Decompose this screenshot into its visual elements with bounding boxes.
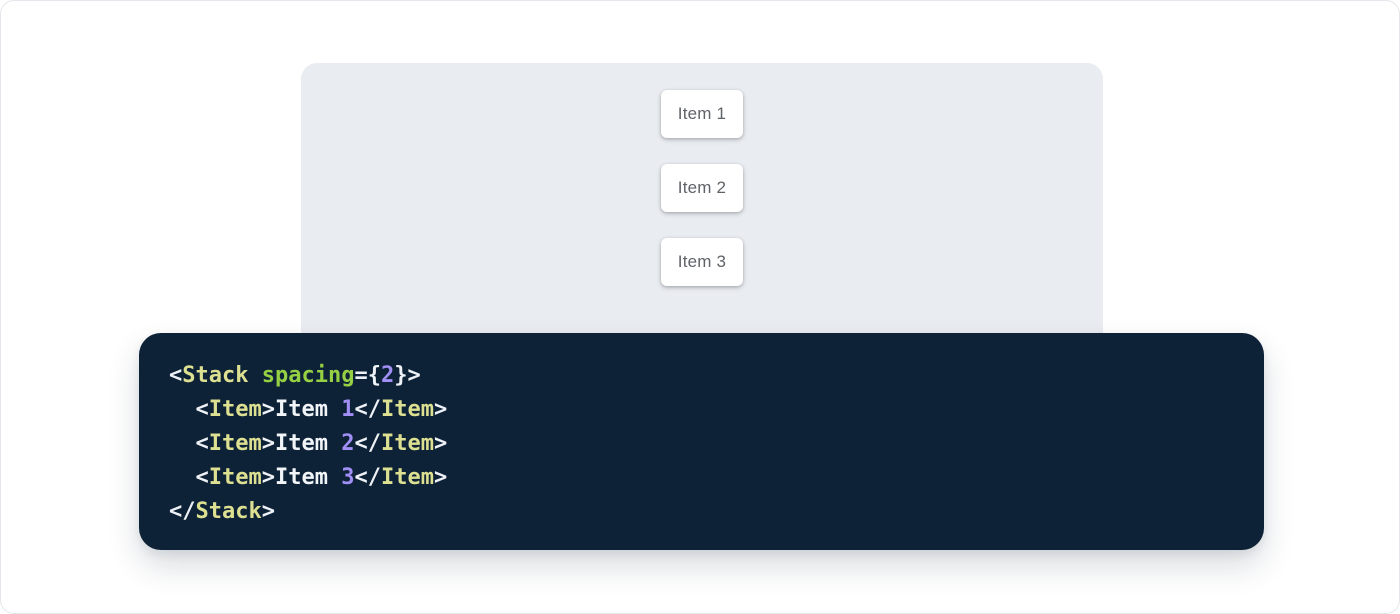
code-token-punct: > <box>261 397 275 422</box>
code-token-plain: Item <box>274 431 342 456</box>
code-token-number: 1 <box>341 397 355 422</box>
stack-item-card: Item 3 <box>660 238 744 286</box>
code-token-punct: > <box>433 431 448 456</box>
code-token-plain: Item <box>274 397 342 422</box>
stack-item-card: Item 1 <box>660 90 744 138</box>
code-token-tag: Item <box>380 465 434 490</box>
code-token-plain <box>248 363 261 388</box>
code-token-punct: { <box>367 363 381 388</box>
code-token-tag: Item <box>380 431 434 456</box>
code-token-punct: </ <box>354 465 381 490</box>
code-token-number: 2 <box>341 431 355 456</box>
code-token-tag: Stack <box>195 499 262 524</box>
code-token-tag: Item <box>208 465 262 490</box>
code-token-punct: < <box>195 465 209 490</box>
code-token-plain <box>169 431 196 456</box>
code-token-punct: </ <box>354 431 381 456</box>
code-token-tag: Item <box>380 397 434 422</box>
code-token-number: 2 <box>380 363 395 388</box>
code-token-punct: > <box>433 397 448 422</box>
code-token-punct: < <box>195 397 209 422</box>
code-token-punct: </ <box>169 499 196 524</box>
code-token-tag: Stack <box>182 363 249 388</box>
code-line: <Item>Item 3</Item> <box>169 461 1234 495</box>
code-lines: <Stack spacing={2}> <Item>Item 1</Item> … <box>169 359 1234 529</box>
code-token-number: 3 <box>341 465 355 490</box>
code-token-plain <box>169 465 196 490</box>
code-token-punct: > <box>261 465 275 490</box>
code-block: <Stack spacing={2}> <Item>Item 1</Item> … <box>139 333 1264 550</box>
code-token-punct: } <box>394 363 408 388</box>
code-line: <Item>Item 2</Item> <box>169 427 1234 461</box>
code-token-tag: Item <box>208 397 262 422</box>
code-token-punct: > <box>407 363 421 388</box>
code-token-punct: > <box>261 431 275 456</box>
code-token-punct: </ <box>354 397 381 422</box>
code-token-punct: > <box>261 499 275 524</box>
code-line: <Item>Item 1</Item> <box>169 393 1234 427</box>
code-line: </Stack> <box>169 495 1234 529</box>
stack-item-card: Item 2 <box>660 164 744 212</box>
code-token-punct: < <box>195 431 209 456</box>
code-token-plain <box>169 397 196 422</box>
code-line: <Stack spacing={2}> <box>169 359 1234 393</box>
code-token-punct: = <box>354 363 368 388</box>
code-token-plain: Item <box>274 465 342 490</box>
code-token-tag: Item <box>208 431 262 456</box>
code-token-punct: < <box>169 363 183 388</box>
code-token-attr: spacing <box>261 363 355 388</box>
code-token-punct: > <box>433 465 448 490</box>
